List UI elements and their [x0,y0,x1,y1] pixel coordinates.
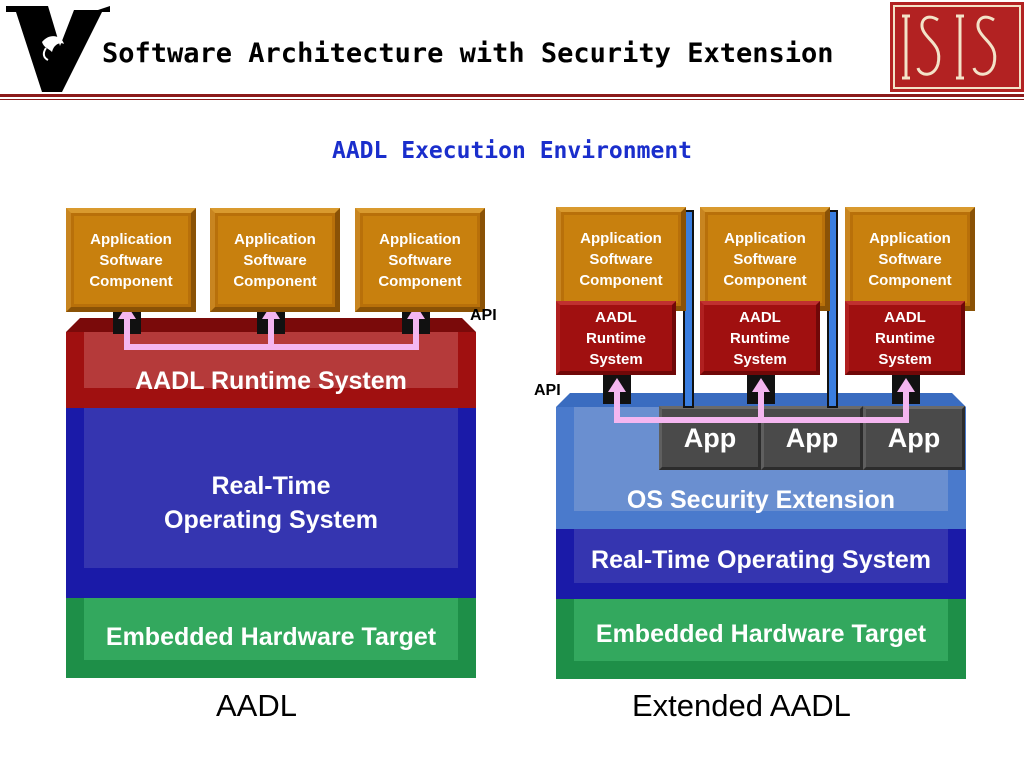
hardware-layer: Embedded Hardware Target [556,599,966,679]
rtos-layer: Real-Time Operating System [556,529,966,599]
app-label: App [785,422,839,453]
application-component: Application Software Component [210,208,340,312]
extended-aadl-caption: Extended AADL [632,688,851,723]
diagram-subtitle: AADL Execution Environment [331,138,693,164]
page-title: Software Architecture with Security Exte… [102,38,834,69]
component-label: Application Software Component [723,229,807,289]
api-connector-lines [118,305,425,350]
aadl-runtime-block: AADL Runtime System [556,301,676,375]
isis-logo [890,2,1024,92]
application-component: Application Software Component [66,208,196,312]
security-extension-label: OS Security Extension [626,486,896,514]
runtime-label: AADL Runtime System [586,308,646,368]
rtos-label: Real-Time Operating System [164,472,378,534]
vanderbilt-logo [2,2,112,94]
application-component: Application Software Component [845,207,975,311]
api-connector-lines [608,378,915,423]
header-rule-thin [0,99,1024,100]
rtos-layer: Real-Time Operating System [66,408,476,598]
application-component: Application Software Component [700,207,830,311]
component-label: Application Software Component [579,229,663,289]
application-component: Application Software Component [556,207,686,311]
api-label: API [470,307,497,324]
aadl-runtime-label: AADL Runtime System [135,367,407,395]
hardware-label: Embedded Hardware Target [105,623,437,651]
application-component: Application Software Component [355,208,485,312]
aadl-runtime-block: AADL Runtime System [845,301,965,375]
runtime-label: AADL Runtime System [730,308,790,368]
runtime-label: AADL Runtime System [875,308,935,368]
rtos-label: Real-Time Operating System [591,546,931,574]
app-label: App [887,422,941,453]
aadl-caption: AADL [216,688,297,723]
app-block: App [761,406,863,470]
hardware-label: Embedded Hardware Target [595,620,927,648]
app-block: App [659,406,761,470]
header-rule [0,94,1024,97]
app-label: App [683,422,737,453]
component-label: Application Software Component [233,230,317,290]
component-label: Application Software Component [868,229,952,289]
aadl-runtime-block: AADL Runtime System [700,301,820,375]
api-label: API [534,382,561,399]
hardware-layer: Embedded Hardware Target [66,598,476,678]
app-block: App [863,406,965,470]
component-label: Application Software Component [89,230,173,290]
component-label: Application Software Component [378,230,462,290]
